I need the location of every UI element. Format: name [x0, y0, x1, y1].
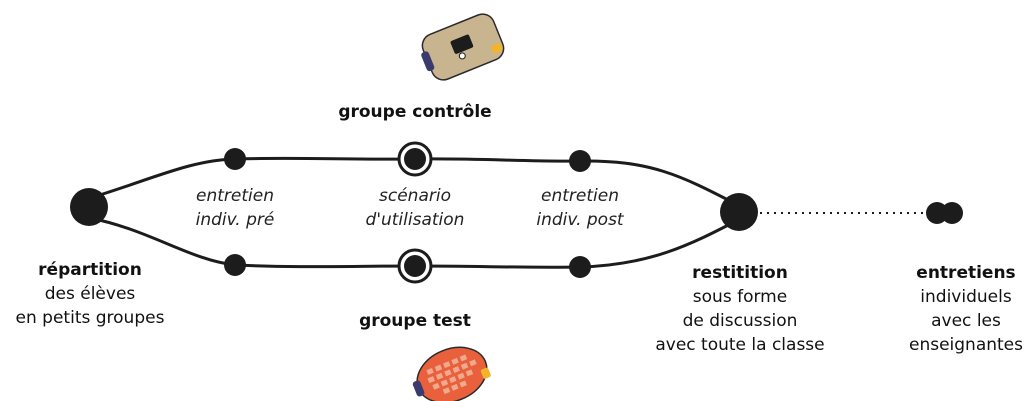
restitution-title: restitition [692, 263, 788, 283]
scenario-line-2: d'utilisation [365, 210, 465, 230]
interviews-line-1: individuels [920, 287, 1012, 307]
scenario-line-1: scénario [379, 186, 451, 206]
scenario-label: scénario d'utilisation [335, 184, 495, 232]
split-line-2: en petits groupes [15, 308, 165, 328]
interviews-title: entretiens [916, 263, 1016, 283]
post-interview-label: entretien indiv. post [505, 184, 655, 232]
interviews-line-2: avec les [931, 311, 1001, 331]
post-interview-line-1: entretien [541, 186, 619, 206]
control-post-node [569, 150, 591, 172]
robot-device-icon [421, 13, 505, 81]
interviews-line-3: enseignantes [908, 335, 1023, 355]
control-scenario-node [397, 141, 433, 177]
interviews-description: entretiens individuels avec les enseigna… [900, 261, 1032, 357]
control-group-label: groupe contrôle [338, 102, 492, 122]
restitution-line-3: avec toute la classe [655, 335, 825, 355]
control-pre-node [224, 148, 246, 170]
test-scenario-node [397, 248, 433, 284]
split-line-1: des élèves [44, 284, 136, 304]
test-pre-node [224, 254, 246, 276]
restitution-line-1: sous forme [692, 287, 788, 307]
test-post-node [569, 256, 591, 278]
pre-interview-line-1: entretien [196, 186, 274, 206]
pre-interview-label: entretien indiv. pré [160, 184, 310, 232]
restitution-line-2: de discussion [682, 311, 798, 331]
post-interview-line-2: indiv. post [536, 210, 624, 230]
split-title: répartition [38, 260, 142, 280]
robot-device-keyboard-icon [412, 346, 491, 401]
split-node [70, 188, 108, 226]
restitution-description: restitition sous forme de discussion ave… [640, 261, 840, 357]
test-group-label: groupe test [359, 311, 471, 331]
split-description: répartition des élèves en petits groupes [0, 258, 180, 330]
interviews-node [926, 202, 963, 224]
pre-interview-line-2: indiv. pré [195, 210, 275, 230]
restitution-node [720, 193, 758, 231]
